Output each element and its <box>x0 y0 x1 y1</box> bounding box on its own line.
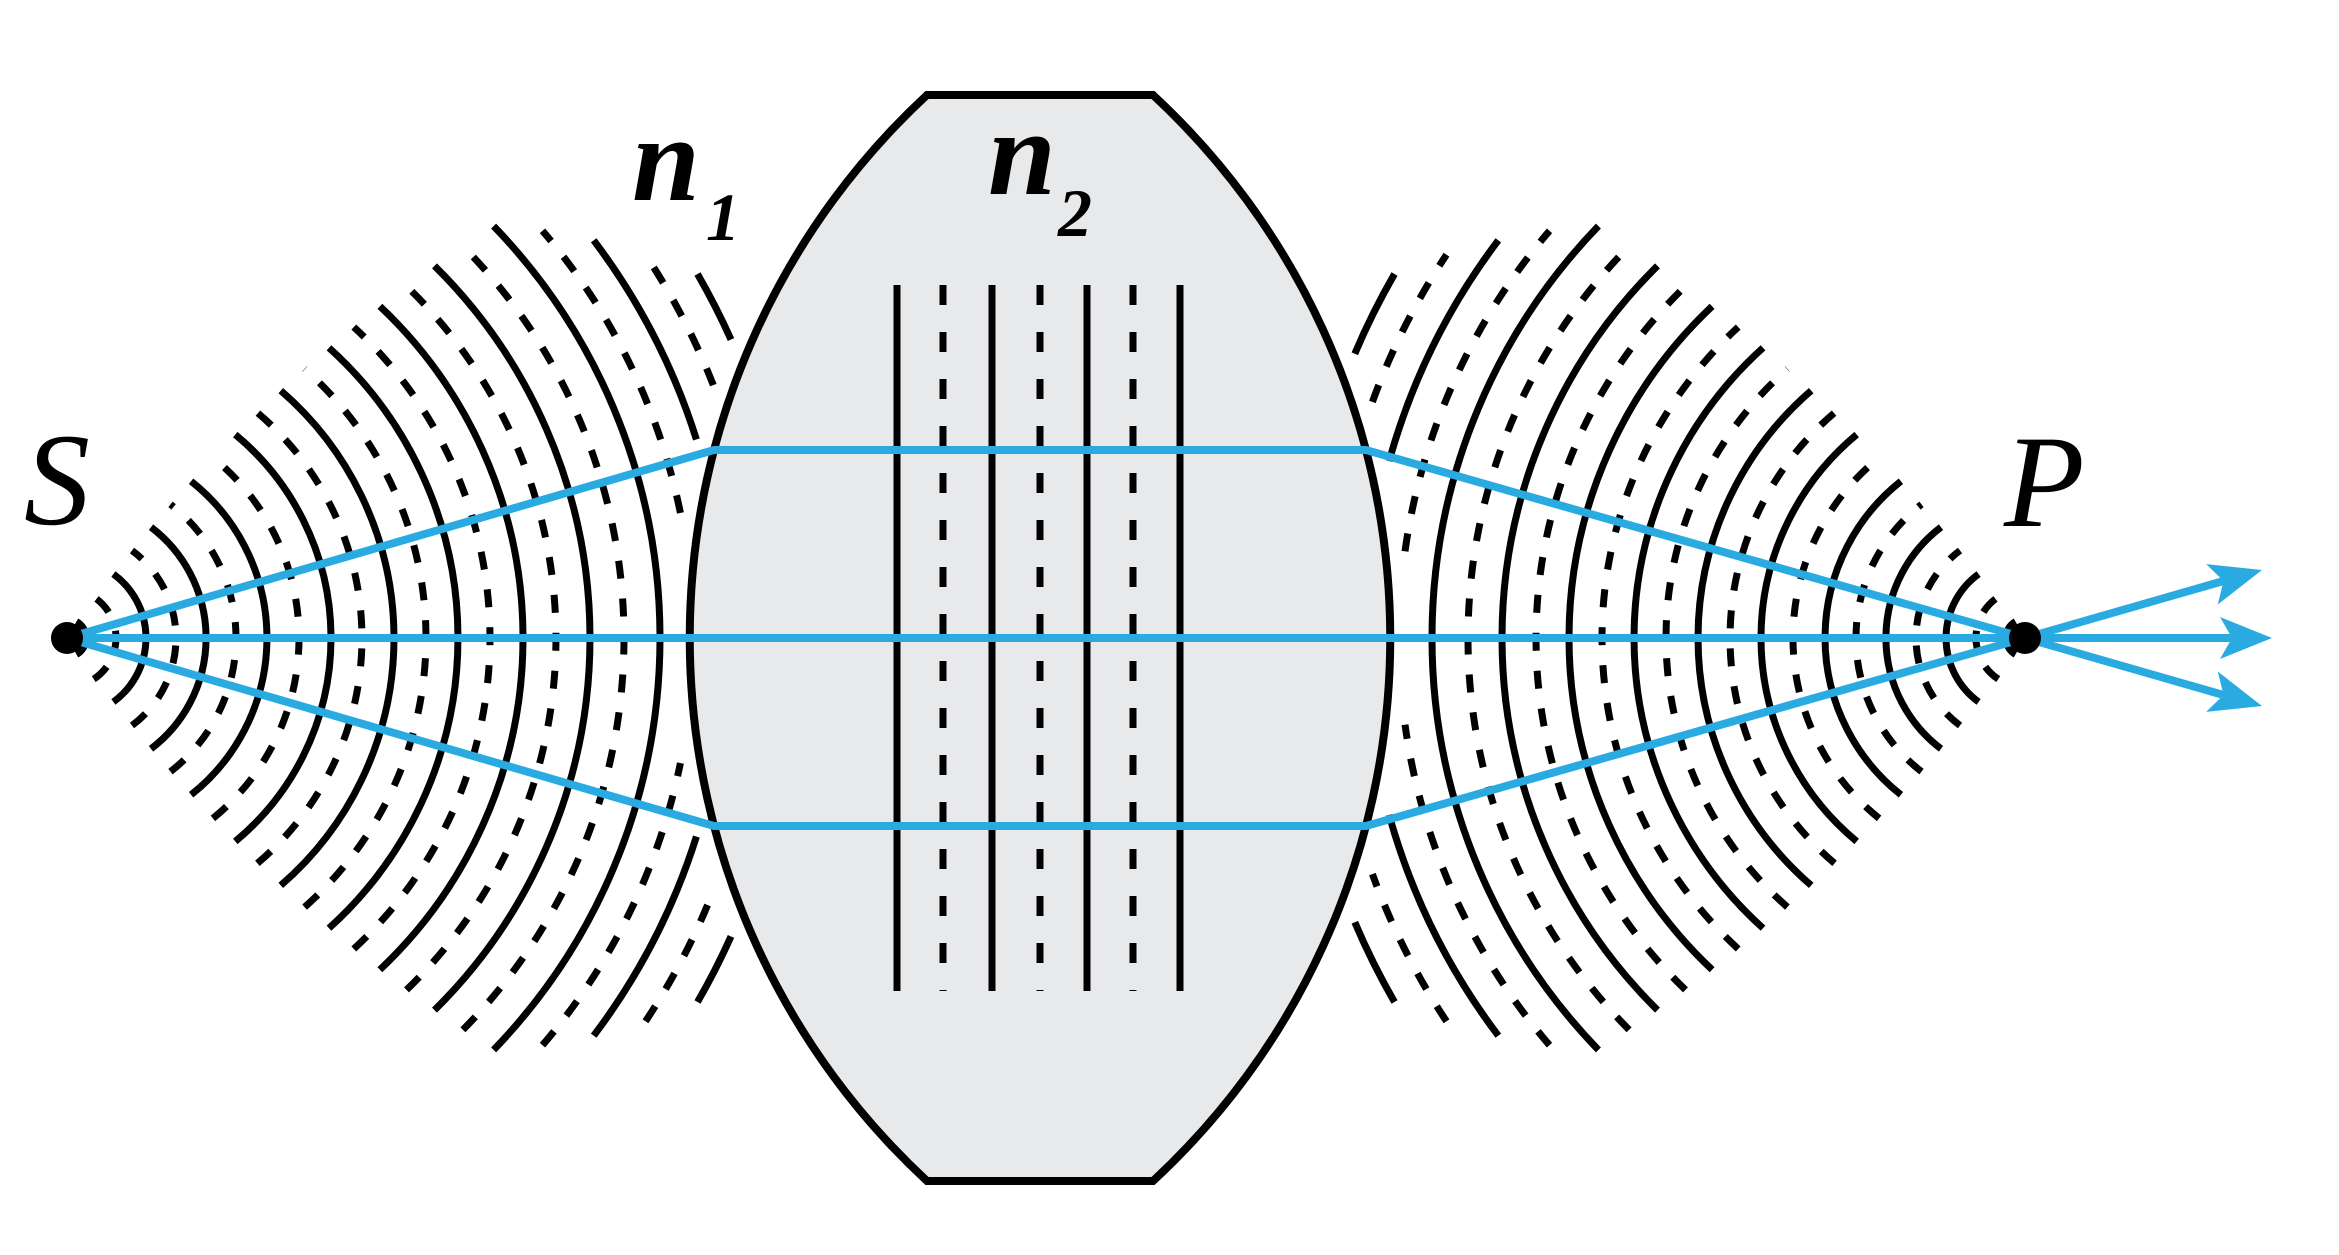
ray-arrowhead <box>2220 617 2272 659</box>
medium2-subscript: 2 <box>1057 175 1092 251</box>
wavefront-arc-dashed <box>642 889 717 1024</box>
wavefront-arc-dashed <box>539 228 684 514</box>
wavefront-arc-dashed <box>1369 872 1450 1024</box>
wavefront-arc-solid <box>1385 238 1502 463</box>
wavefront-arc-solid <box>1351 920 1398 1004</box>
wavefront-arc-dashed <box>1401 724 1553 1048</box>
medium1-label: n <box>632 92 700 227</box>
ray-lower <box>65 577 2225 830</box>
source-label: S <box>24 406 90 553</box>
labels: S P n 1 n 2 <box>24 86 2085 555</box>
wavefront-arc-solid <box>694 272 735 342</box>
focus-dot <box>2009 622 2041 654</box>
wavefront-arc-dashed <box>1726 410 1837 866</box>
wavefront-arc-dashed <box>1369 252 1450 404</box>
wavefront-arc-solid <box>590 238 700 441</box>
point-dots <box>51 622 2041 654</box>
ray-upper <box>65 446 2225 699</box>
light-rays <box>65 446 2272 830</box>
wavefront-arc-dashed <box>539 762 684 1048</box>
wavefront-arc-solid <box>1351 272 1398 356</box>
wavefront-arc-dashed <box>1401 228 1553 552</box>
ray-arrowhead <box>2206 671 2262 712</box>
source-dot <box>51 622 83 654</box>
wavefront-arc-dashed <box>642 252 717 387</box>
wavefront-arc-solid <box>1385 813 1502 1038</box>
wavefront-arc-solid <box>590 835 700 1038</box>
ray-arrowhead <box>2206 564 2262 605</box>
wavefront-arc-dashed <box>255 410 366 866</box>
medium1-subscript: 1 <box>706 179 740 255</box>
wavefront-arc-solid <box>694 934 735 1004</box>
medium2-label: n <box>988 86 1056 221</box>
focus-label: P <box>2003 408 2085 555</box>
